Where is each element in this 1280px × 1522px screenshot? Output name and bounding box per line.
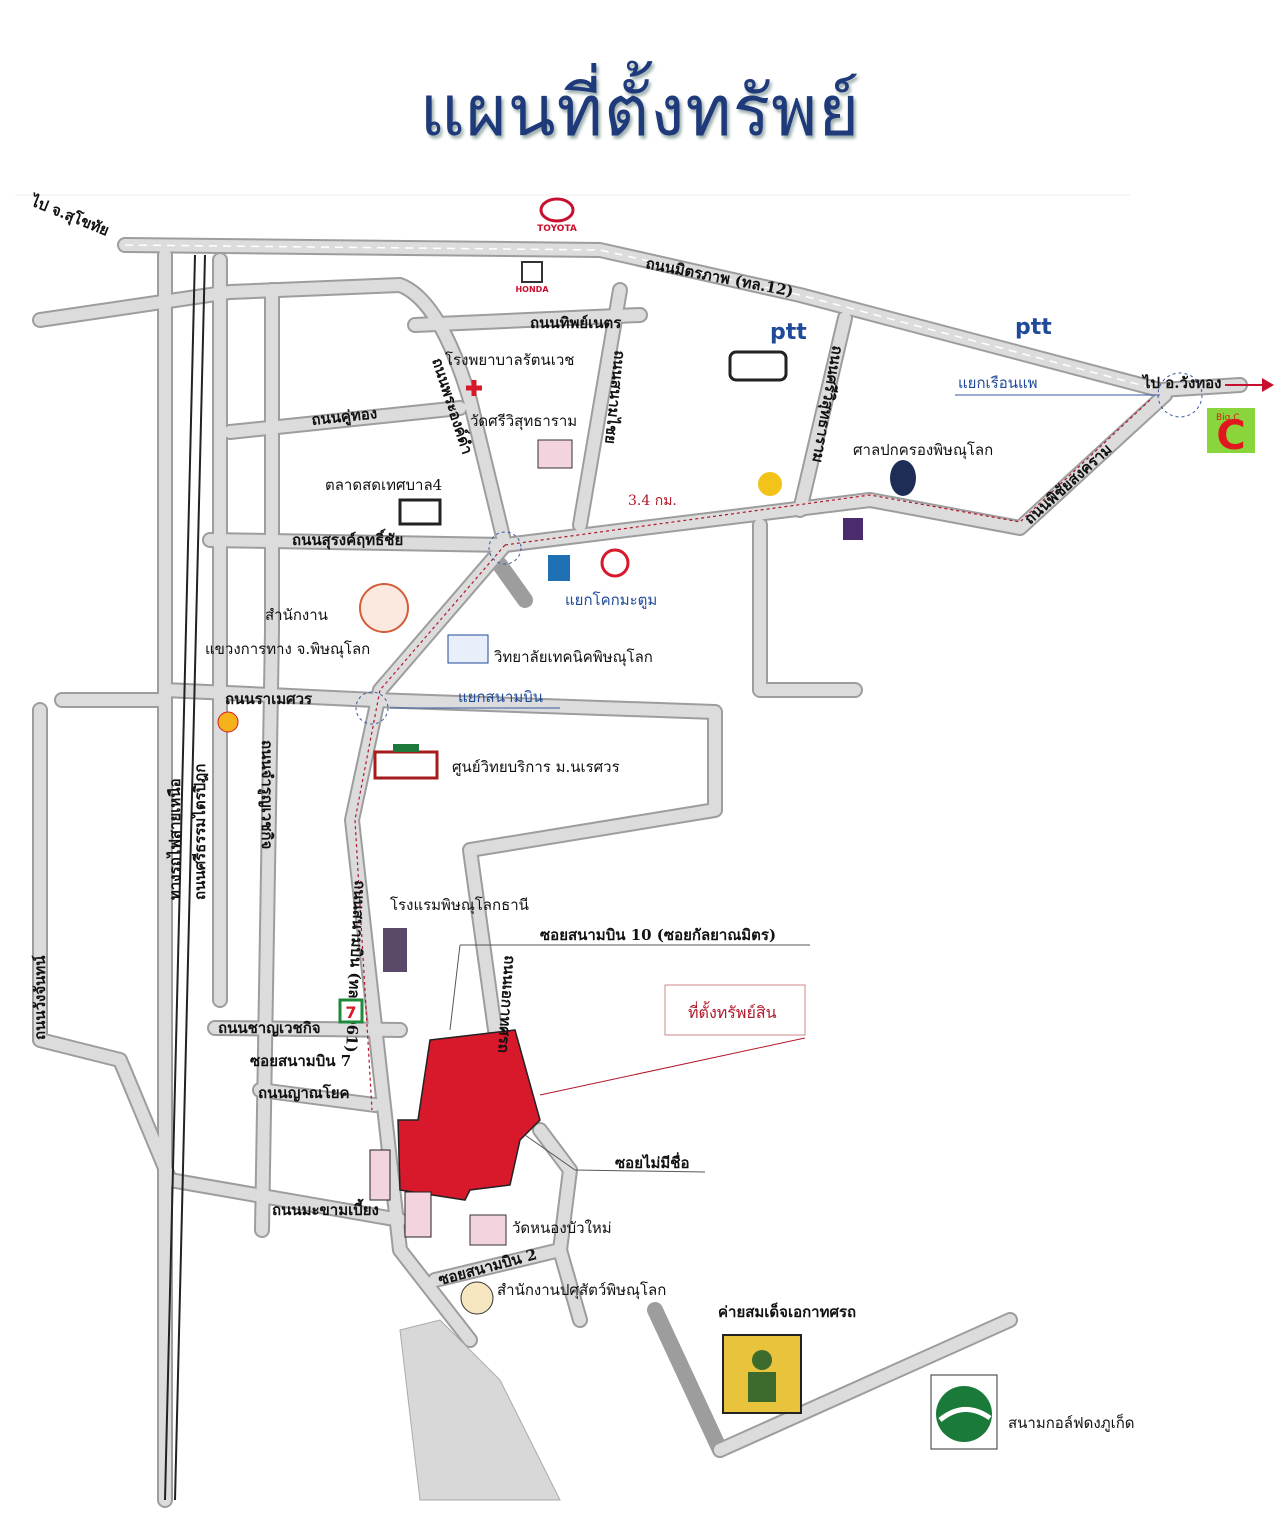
ptt-logo: ptt bbox=[1015, 315, 1052, 340]
bus-icon bbox=[728, 350, 788, 382]
road-label-railway: ทางรถไฟสายเหนือ bbox=[165, 778, 184, 900]
road-label-yannayot: ถนนญาณโยค bbox=[258, 1083, 350, 1102]
hotel-label: โรงแรมพิษณุโลกธานี bbox=[390, 896, 529, 915]
svg-text:Big C: Big C bbox=[1216, 413, 1240, 423]
soi-10-label: ซอยสนามบิน 10 (ซอยกัลยาณมิตร) bbox=[540, 926, 776, 944]
temple-icon bbox=[537, 439, 573, 469]
road-label-siwisut: ถนนศรีวิสุทธาราม bbox=[807, 344, 846, 464]
science-center-icon bbox=[373, 750, 439, 780]
road-label-chamrun-wetchakit: ถนนชาญเวชกิจ bbox=[218, 1019, 321, 1037]
temple-icon bbox=[469, 1214, 507, 1246]
junction-khok-matum-label: แยกโคกมะตูม bbox=[565, 591, 657, 609]
svg-text:7: 7 bbox=[345, 1003, 356, 1022]
distance-label: 3.4 กม. bbox=[628, 493, 677, 509]
bigc-logo: C Big C bbox=[1207, 408, 1255, 459]
court-emblem-icon bbox=[890, 460, 916, 496]
distance-route bbox=[504, 399, 1151, 546]
road-label-phichai-songkhram: ถนนพิชัยสงคราม bbox=[1021, 440, 1116, 528]
ptt-logo: ptt bbox=[770, 320, 807, 345]
hotel-building-icon bbox=[383, 928, 407, 972]
svg-text:TOYOTA: TOYOTA bbox=[537, 224, 577, 234]
highway-office-label-2: แขวงการทาง จ.พิษณุโลก bbox=[205, 640, 370, 659]
junction-sanambin-marker bbox=[355, 691, 389, 725]
junction-khok-matum-marker bbox=[488, 531, 522, 565]
seven-eleven-logo: 7 bbox=[338, 998, 364, 1024]
svg-text:HONDA: HONDA bbox=[515, 285, 549, 294]
hospital-cross-icon bbox=[466, 380, 482, 396]
camp-label: ค่ายสมเด็จเอกาทศรถ bbox=[718, 1302, 856, 1321]
bank-icon bbox=[600, 548, 630, 578]
livestock-emblem bbox=[460, 1281, 494, 1315]
honda-logo: HONDA bbox=[515, 261, 549, 294]
property-callout: ที่ตั้งทรัพย์สิน bbox=[688, 1001, 777, 1022]
highway-office-label-1: สำนักงาน bbox=[265, 606, 328, 624]
wat-siwisut-label: วัดศรีวิสุทธาราม bbox=[470, 412, 577, 431]
junction-sanambin-label: แยกสนามบิน bbox=[458, 688, 543, 706]
road-label-chamrun-wetchakit-v: ถนนจำรูญเวชกิจ bbox=[257, 740, 276, 849]
railway bbox=[164, 254, 206, 1501]
housing-icon bbox=[369, 1149, 391, 1201]
road-label-soi-sanambin-7: ซอยสนามบิน 7 bbox=[250, 1052, 351, 1070]
road-label-thipnet: ถนนทิพย์เนตร bbox=[530, 314, 622, 332]
page-title: แผนที่ตั้งทรัพย์ bbox=[419, 70, 861, 152]
arrow-right-icon bbox=[1262, 378, 1274, 392]
road-label-wang-chan: ถนนวังจันทน์ bbox=[31, 955, 49, 1040]
market-icon bbox=[398, 498, 442, 526]
tech-college-label: วิทยาลัยเทคนิคพิษณุโลก bbox=[493, 648, 652, 667]
housing-icon bbox=[404, 1191, 432, 1238]
bank-icon bbox=[758, 472, 782, 496]
road-label-to-wang-thong: ไป อ.วังทอง bbox=[1141, 373, 1222, 392]
soi-unnamed-label: ซอยไม่มีชื่อ bbox=[615, 1152, 690, 1172]
livestock-office-label: สำนักงานปศุสัตว์พิษณุโลก bbox=[497, 1281, 666, 1300]
toyota-logo: TOYOTA bbox=[537, 197, 577, 234]
bank-icon bbox=[548, 555, 570, 581]
science-center-label: ศูนย์วิทยบริการ ม.นเรศวร bbox=[452, 758, 620, 776]
market-label: ตลาดสดเทศบาล4 bbox=[325, 476, 442, 494]
golf-label: สนามกอล์ฟดงภูเก็ด bbox=[1008, 1413, 1135, 1432]
admin-court-label: ศาลปกครองพิษณุโลก bbox=[853, 441, 993, 460]
wat-nong-bua-label: วัดหนองบัวใหม่ bbox=[512, 1219, 612, 1237]
property-parcel bbox=[397, 1029, 541, 1201]
road-label-surongnaritcha: ถนนสุรงค์ฤทธิ์ชัย bbox=[292, 528, 403, 550]
road-label-to-sukhothai: ไป จ.สุโขทัย bbox=[26, 190, 112, 240]
bank-icon bbox=[843, 518, 863, 540]
road-network bbox=[32, 237, 1248, 1508]
junction-ruean-phae-label: แยกเรือนแพ bbox=[958, 374, 1038, 392]
highway-dept-emblem bbox=[359, 583, 409, 633]
shell-icon bbox=[217, 711, 239, 733]
property-callout-box bbox=[664, 984, 806, 1036]
road-label-mang-nambiang: ถนนมะขามเบี้ยง bbox=[272, 1198, 379, 1219]
road-label-mittraphap: ถนนมิตรภาพ (ทล.12) bbox=[644, 254, 795, 300]
hospital-label: โรงพยาบาลรัตนเวช bbox=[445, 351, 574, 369]
svg-text:C: C bbox=[1216, 413, 1245, 459]
road-label-ramesuan: ถนนราเมศวร bbox=[225, 690, 313, 708]
road-label-sri-thammatraipidok: ถนนศรีธรรมไตรปิฎก bbox=[190, 764, 209, 900]
college-icon bbox=[447, 634, 489, 664]
